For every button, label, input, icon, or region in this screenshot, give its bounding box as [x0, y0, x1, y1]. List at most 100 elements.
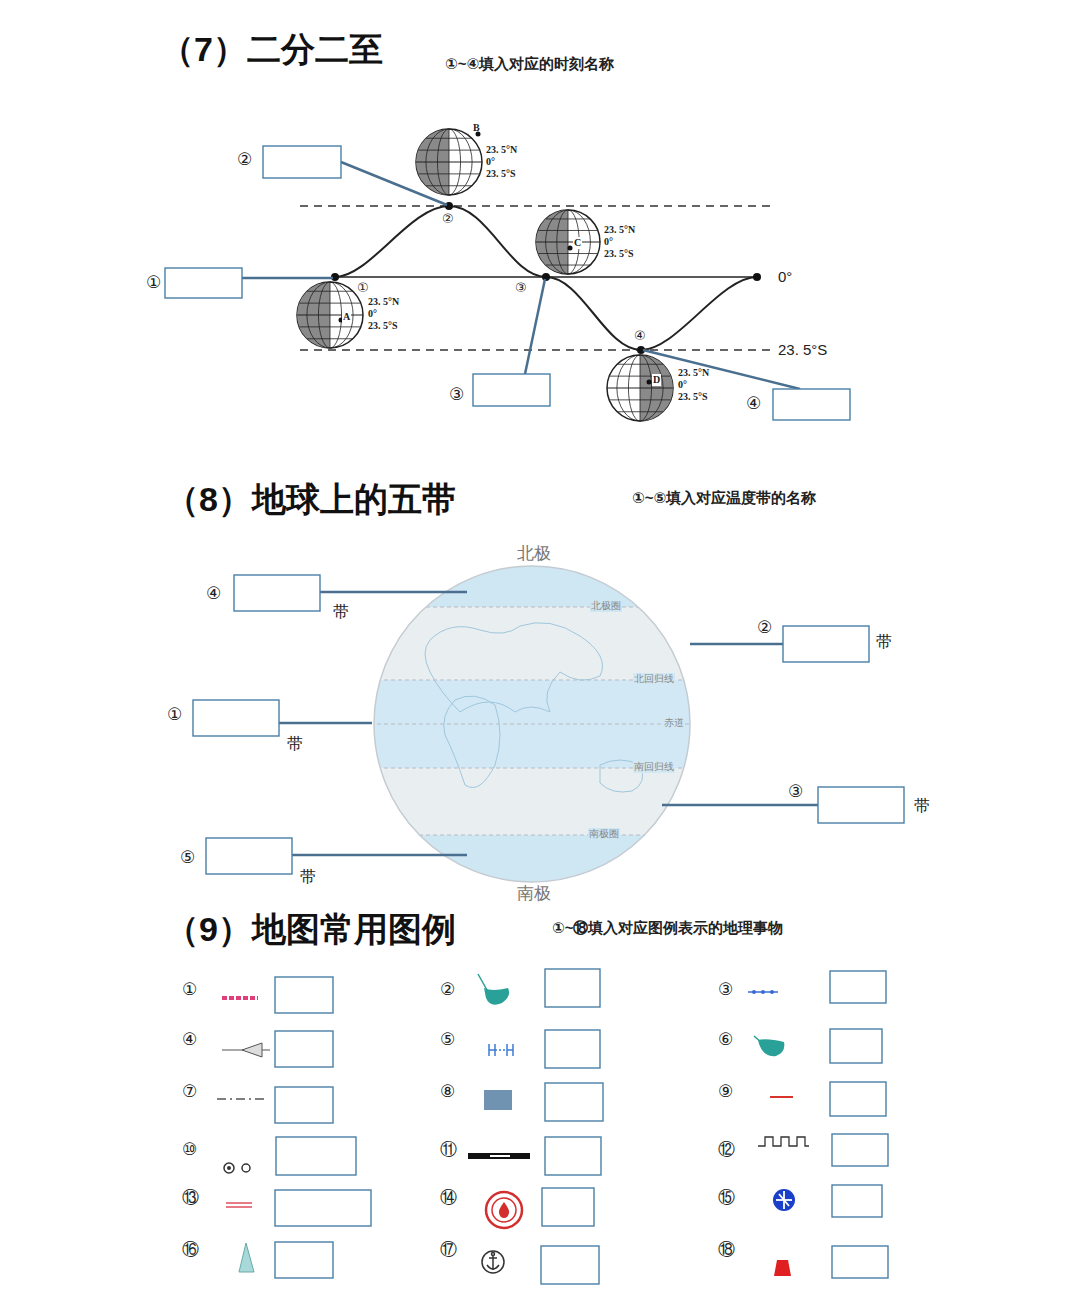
label-text: ⑬ [182, 1188, 199, 1208]
answer-boxes [193, 575, 904, 874]
label-text: ⑤ [180, 848, 195, 868]
map-label: 23. 5°N [486, 144, 517, 156]
label-text: ⑦ [182, 1082, 197, 1102]
parallel [607, 387, 673, 388]
label-text: ⑯ [182, 1240, 199, 1260]
point [647, 380, 652, 385]
label-text: ⑱ [718, 1240, 735, 1260]
parallel [299, 326, 361, 327]
label-text: 带 [287, 735, 303, 753]
curve-dots [331, 202, 761, 354]
globe [607, 355, 673, 421]
globe-body [536, 210, 600, 274]
label-text: ⑫ [718, 1140, 735, 1160]
parallel [538, 230, 598, 231]
globe-body [297, 282, 363, 348]
label-text: ① [182, 980, 197, 1000]
five-zones-globe [370, 560, 700, 890]
map-label: 0° [486, 156, 495, 168]
label-text: ② [237, 150, 252, 170]
map-label: 南回归线 [633, 761, 675, 773]
label-text: 带 [300, 868, 316, 886]
globe [297, 282, 363, 348]
label-text: ④ [746, 394, 761, 414]
label-text: 带 [333, 603, 349, 621]
parallel [297, 314, 363, 315]
answer-boxes [165, 146, 850, 420]
map-label: 北极圈 [590, 600, 622, 612]
label-text: 0° [778, 268, 792, 285]
map-symbols [217, 974, 809, 1276]
map-label: 23. 5°N [604, 224, 635, 236]
label-text: 带 [876, 633, 892, 651]
label-text: ③ [449, 385, 464, 405]
label-text: ⑭ [440, 1188, 457, 1208]
label-text: ①~⑱填入对应图例表示的地理事物 [552, 919, 783, 936]
label-text: ⑮ [718, 1188, 735, 1208]
label-text: ①~⑤填入对应温度带的名称 [632, 489, 816, 506]
parallel [418, 173, 480, 174]
label-text: 北极 [517, 544, 551, 564]
label-text: ① [146, 273, 161, 293]
section-title: （9）地图常用图例 [165, 910, 456, 949]
parallel [546, 218, 590, 219]
map-label: 赤道 [663, 717, 685, 729]
map-label: 23. 5°S [368, 320, 398, 332]
map-label: 23. 5°S [486, 168, 516, 180]
parallel [299, 303, 361, 304]
map-label: D [652, 374, 661, 386]
label-text: 南极 [517, 884, 551, 904]
label-text: ⑩ [182, 1140, 197, 1160]
map-label: 南极圈 [588, 828, 620, 840]
label-text: ③ [788, 782, 803, 802]
map-label: 0° [678, 379, 687, 391]
label-text: ⑰ [440, 1240, 457, 1260]
label-text: ④ [206, 584, 221, 604]
map-label: A [342, 311, 351, 323]
label-text: ② [757, 618, 772, 638]
label-text: ③ [718, 980, 733, 1000]
answer-boxes [275, 969, 888, 1284]
parallel [416, 161, 482, 162]
section-title: （7）二分二至 [160, 30, 383, 69]
map-label: 23. 5°N [368, 296, 399, 308]
leader-lines [279, 592, 818, 855]
parallel [307, 338, 353, 339]
parallel [546, 265, 590, 266]
label-text: ④ [634, 329, 646, 344]
map-label: 23. 5°S [678, 391, 708, 403]
map-label: 北回归线 [633, 673, 675, 685]
globe [416, 129, 482, 195]
label-text: ①~④填入对应的时刻名称 [445, 55, 614, 72]
point [568, 246, 573, 251]
label-text: ① [167, 705, 182, 725]
label-text: ④ [182, 1030, 197, 1050]
label-text: ⑤ [440, 1030, 455, 1050]
map-label: 0° [368, 308, 377, 320]
label-text: ② [440, 980, 455, 1000]
map-label: B [473, 122, 480, 134]
map-label: 0° [604, 236, 613, 248]
leader-lines [242, 162, 800, 389]
label-text: ⑧ [440, 1082, 455, 1102]
globe-group [297, 129, 673, 421]
label-text: ⑨ [718, 1082, 733, 1102]
parallel [617, 411, 663, 412]
globe-body [416, 129, 482, 195]
parallel [426, 138, 472, 139]
parallel [609, 376, 671, 377]
globe-body [607, 355, 673, 421]
map-label: 23. 5°S [604, 248, 634, 260]
parallel [538, 253, 598, 254]
label-text: 23. 5°S [778, 341, 827, 358]
parallel [418, 150, 480, 151]
parallel [426, 185, 472, 186]
parallel [536, 241, 600, 242]
label-text: ② [442, 212, 454, 227]
label-text: ① [357, 281, 369, 296]
parallel [609, 399, 671, 400]
map-label: 23. 5°N [678, 367, 709, 379]
map-label: C [573, 237, 582, 249]
